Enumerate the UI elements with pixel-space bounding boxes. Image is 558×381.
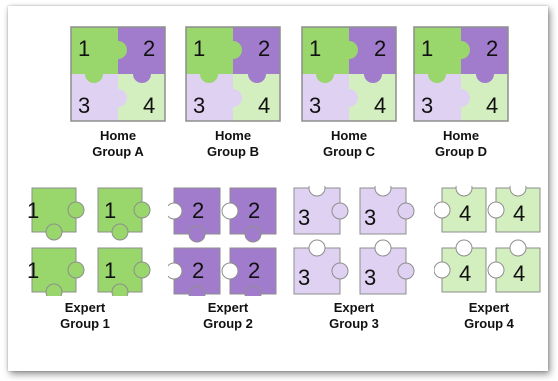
expert-group-pieces: 4 4 4 4 [434, 186, 544, 296]
piece-number: 2 [248, 258, 260, 283]
piece-number: 4 [459, 201, 471, 226]
piece-number: 1 [104, 258, 116, 283]
piece-number: 1 [104, 198, 116, 223]
home-group-c: 1 2 3 4 Home Group C [294, 26, 404, 160]
expert-group-3: 3 3 3 3 Expert Group 3 [290, 186, 425, 332]
jigsaw-diagram-frame: 1 2 3 4 Home Group A 1 2 3 4 Home Group … [8, 6, 548, 371]
piece-number: 4 [374, 93, 386, 118]
puzzle-piece-1: 1 [98, 188, 150, 240]
puzzle-piece-4: 4 [488, 186, 540, 232]
puzzle-tab [428, 65, 446, 83]
piece-number: 4 [486, 93, 498, 118]
piece-number: 1 [78, 36, 90, 61]
expert-group-2: 2 2 2 2 Expert Group 2 [168, 186, 288, 332]
puzzle-tab [85, 65, 103, 83]
puzzle-tab [452, 89, 470, 107]
piece-number: 1 [421, 36, 433, 61]
expert-group-1: 1 1 1 1 Expert Group 1 [26, 186, 161, 332]
puzzle-piece-2: 2 [168, 248, 220, 296]
piece-number: 3 [421, 93, 433, 118]
group-caption-line1: Home [63, 128, 173, 144]
piece-number: 4 [513, 201, 525, 226]
piece-number: 2 [486, 36, 498, 61]
piece-number: 1 [27, 258, 39, 283]
home-group-puzzle: 1 2 3 4 [301, 26, 397, 122]
piece-number: 3 [78, 93, 90, 118]
piece-number: 2 [192, 198, 204, 223]
puzzle-tab [316, 65, 334, 83]
puzzle-tab [476, 65, 494, 83]
piece-number: 1 [309, 36, 321, 61]
group-caption-line1: Home [294, 128, 404, 144]
puzzle-piece-3: 3 [294, 186, 348, 234]
piece-number: 1 [193, 36, 205, 61]
group-caption-line1: Expert [26, 300, 144, 316]
puzzle-piece-4: 4 [434, 240, 486, 292]
puzzle-piece-3: 3 [360, 240, 414, 294]
group-caption-line2: Group 1 [26, 316, 144, 332]
group-caption-line1: Home [178, 128, 288, 144]
group-caption-line2: Group 3 [290, 316, 418, 332]
group-caption-line1: Expert [434, 300, 544, 316]
puzzle-piece-4: 4 [434, 186, 486, 232]
home-group-a: 1 2 3 4 Home Group A [63, 26, 173, 160]
piece-number: 3 [298, 205, 310, 230]
puzzle-tab [109, 41, 127, 59]
puzzle-piece-1: 1 [98, 248, 150, 296]
puzzle-piece-2: 2 [168, 188, 220, 242]
puzzle-piece-3: 3 [294, 240, 348, 294]
puzzle-tab [133, 65, 151, 83]
puzzle-piece-1: 1 [27, 188, 84, 240]
puzzle-tab [364, 65, 382, 83]
group-caption-line1: Expert [290, 300, 418, 316]
puzzle-piece-2: 2 [222, 188, 276, 242]
piece-number: 3 [193, 93, 205, 118]
puzzle-tab [224, 89, 242, 107]
puzzle-tab [224, 41, 242, 59]
puzzle-piece-2: 2 [222, 248, 276, 296]
group-caption-line2: Group B [178, 144, 288, 160]
puzzle-tab [340, 89, 358, 107]
piece-number: 1 [27, 198, 39, 223]
puzzle-tab [340, 41, 358, 59]
home-group-d: 1 2 3 4 Home Group D [406, 26, 516, 160]
piece-number: 4 [143, 93, 155, 118]
expert-group-pieces: 1 1 1 1 [26, 186, 161, 296]
puzzle-piece-1: 1 [27, 248, 84, 296]
expert-group-4: 4 4 4 4 Expert Group 4 [434, 186, 544, 332]
home-group-b: 1 2 3 4 Home Group B [178, 26, 288, 160]
piece-number: 2 [248, 198, 260, 223]
piece-number: 2 [258, 36, 270, 61]
piece-number: 3 [298, 265, 310, 290]
puzzle-tab [109, 89, 127, 107]
piece-number: 3 [309, 93, 321, 118]
piece-number: 3 [364, 265, 376, 290]
home-group-puzzle: 1 2 3 4 [70, 26, 166, 122]
group-caption-line2: Group D [406, 144, 516, 160]
piece-number: 4 [513, 261, 525, 286]
expert-group-pieces: 2 2 2 2 [168, 186, 288, 296]
puzzle-tab [248, 65, 266, 83]
group-caption-line2: Group C [294, 144, 404, 160]
piece-number: 2 [143, 36, 155, 61]
expert-group-pieces: 3 3 3 3 [290, 186, 425, 296]
puzzle-piece-3: 3 [360, 186, 414, 234]
group-caption-line2: Group A [63, 144, 173, 160]
puzzle-tab [200, 65, 218, 83]
piece-number: 4 [459, 261, 471, 286]
group-caption-line2: Group 2 [168, 316, 288, 332]
group-caption-line1: Home [406, 128, 516, 144]
group-caption-line1: Expert [168, 300, 288, 316]
piece-number: 2 [374, 36, 386, 61]
home-group-puzzle: 1 2 3 4 [185, 26, 281, 122]
piece-number: 4 [258, 93, 270, 118]
piece-number: 2 [192, 258, 204, 283]
puzzle-tab [452, 41, 470, 59]
home-group-puzzle: 1 2 3 4 [413, 26, 509, 122]
group-caption-line2: Group 4 [434, 316, 544, 332]
piece-number: 3 [364, 205, 376, 230]
puzzle-piece-4: 4 [488, 240, 540, 292]
